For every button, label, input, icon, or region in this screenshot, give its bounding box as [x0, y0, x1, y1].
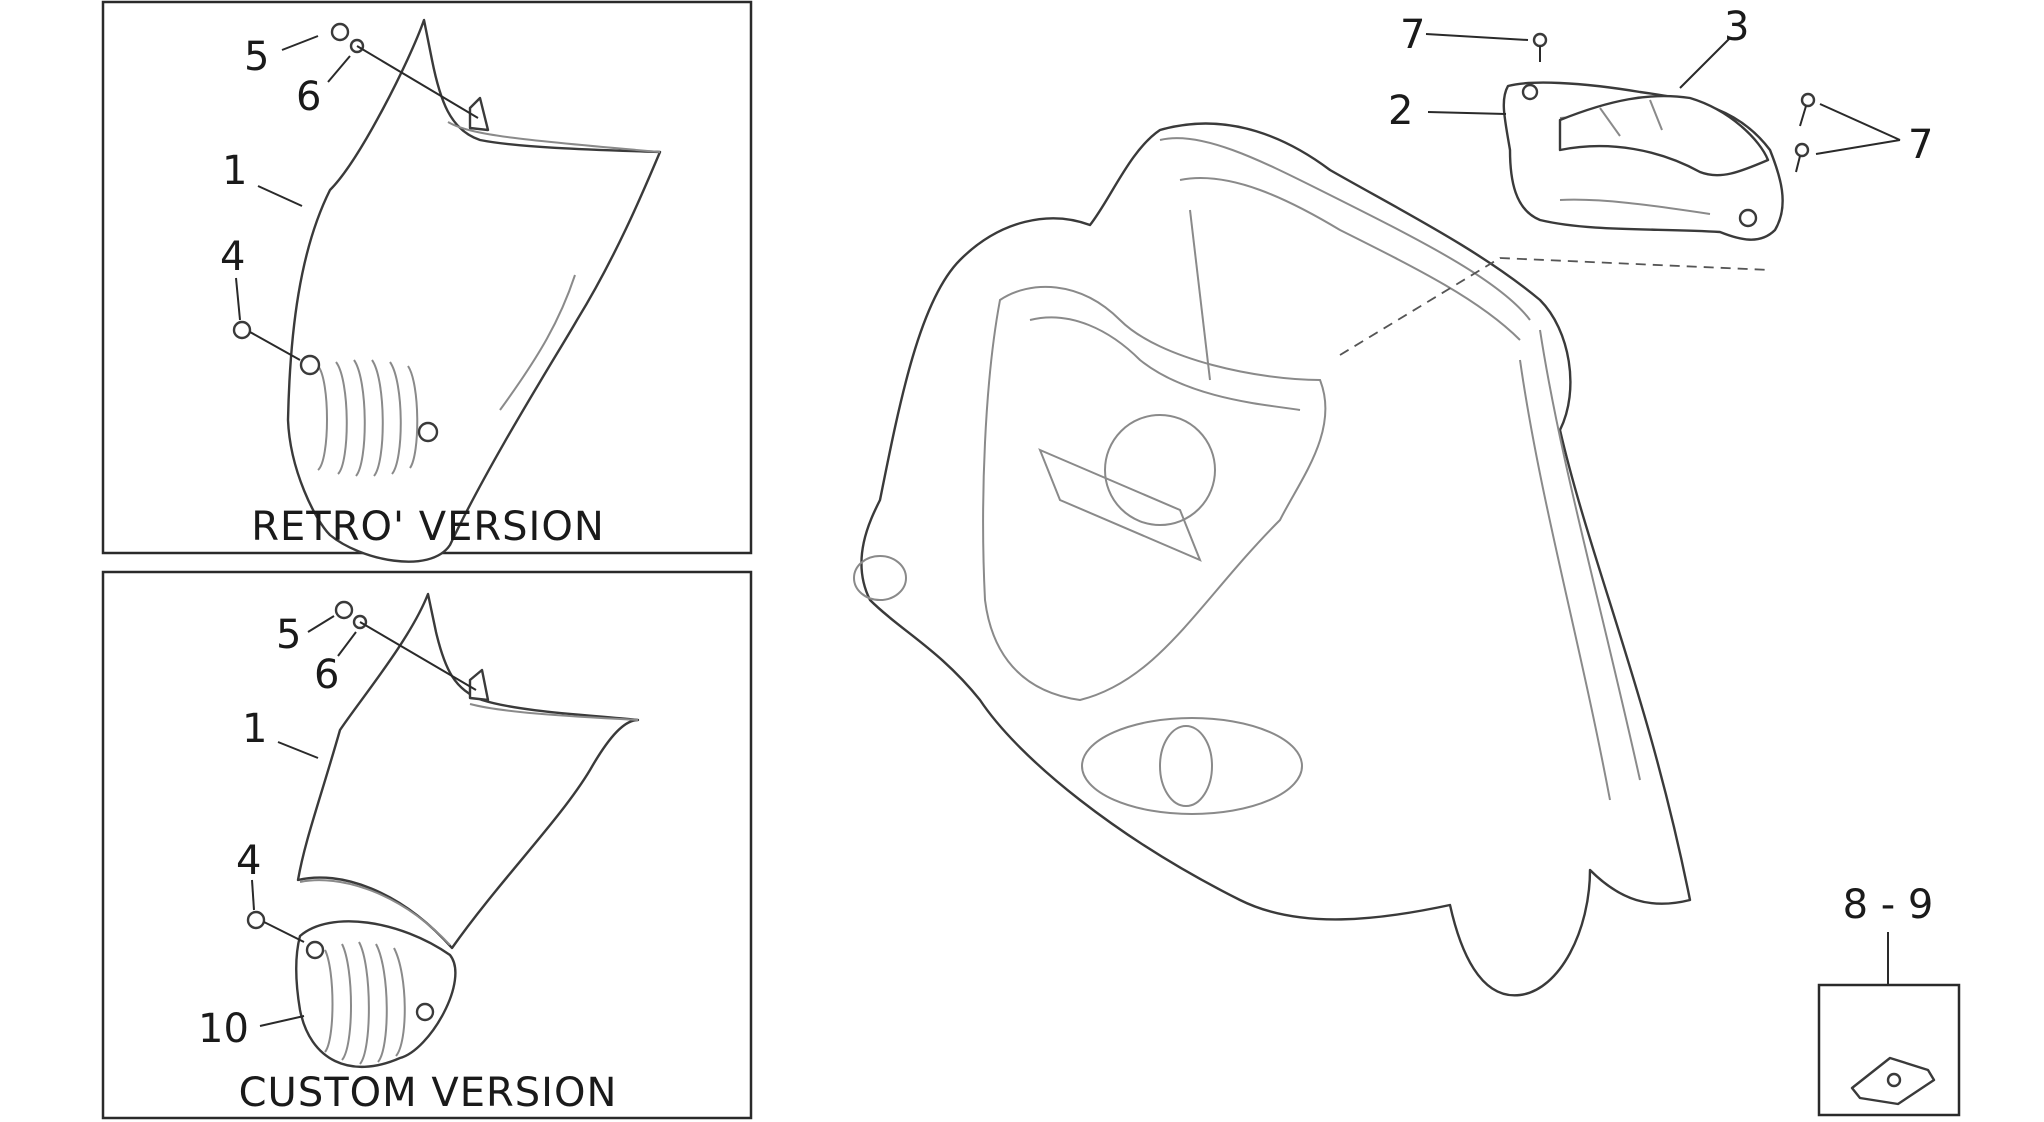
custom-screw-part-4: [246, 910, 305, 943]
custom-leg-shield-part-1: [296, 592, 640, 950]
callout-main-7-top: 7: [1400, 12, 1425, 58]
callout-custom-1: 1: [242, 706, 267, 752]
callout-retro-6: 6: [296, 74, 321, 120]
custom-version-panel: 5 6 1 4 10 CUSTOM VERSION: [101, 570, 753, 1120]
callout-retro-1: 1: [222, 148, 247, 194]
callout-custom-10: 10: [198, 1006, 249, 1052]
front-shield-body: [860, 122, 1692, 997]
retro-leg-shield-part-1: [286, 18, 662, 563]
custom-version-caption: CUSTOM VERSION: [239, 1070, 618, 1116]
custom-screw-part-5: [334, 600, 477, 691]
retro-version-caption: RETRO' VERSION: [251, 504, 605, 550]
screw-part-7-right-a: [1799, 92, 1816, 127]
callout-clip-8-9: 8 - 9: [1843, 882, 1934, 928]
clip-part-8-9-box: 8 - 9: [1817, 882, 1961, 1117]
callout-retro-4: 4: [220, 234, 245, 280]
retro-screw-part-5: [330, 22, 479, 119]
screw-part-7-right-b: [1794, 142, 1810, 173]
callout-custom-4: 4: [236, 838, 261, 884]
handlebar-cover-part-3: [1558, 94, 1770, 177]
retro-screw-part-4: [232, 320, 301, 361]
callout-main-7-right: 7: [1908, 122, 1933, 168]
callout-main-2: 2: [1388, 88, 1413, 134]
callout-retro-5: 5: [244, 34, 269, 80]
custom-grille-cover-part-10: [295, 920, 457, 1068]
callout-main-3: 3: [1724, 4, 1749, 50]
retro-version-panel: 5 6 1 4 RETRO' VERSION: [101, 0, 753, 563]
screw-part-7-top: [1532, 32, 1548, 62]
front-shield-assembly: [853, 122, 1771, 997]
callout-custom-5: 5: [276, 612, 301, 658]
front-lamp-opening: [1081, 717, 1303, 815]
retro-grille: [317, 359, 419, 477]
callout-custom-6: 6: [314, 652, 339, 698]
